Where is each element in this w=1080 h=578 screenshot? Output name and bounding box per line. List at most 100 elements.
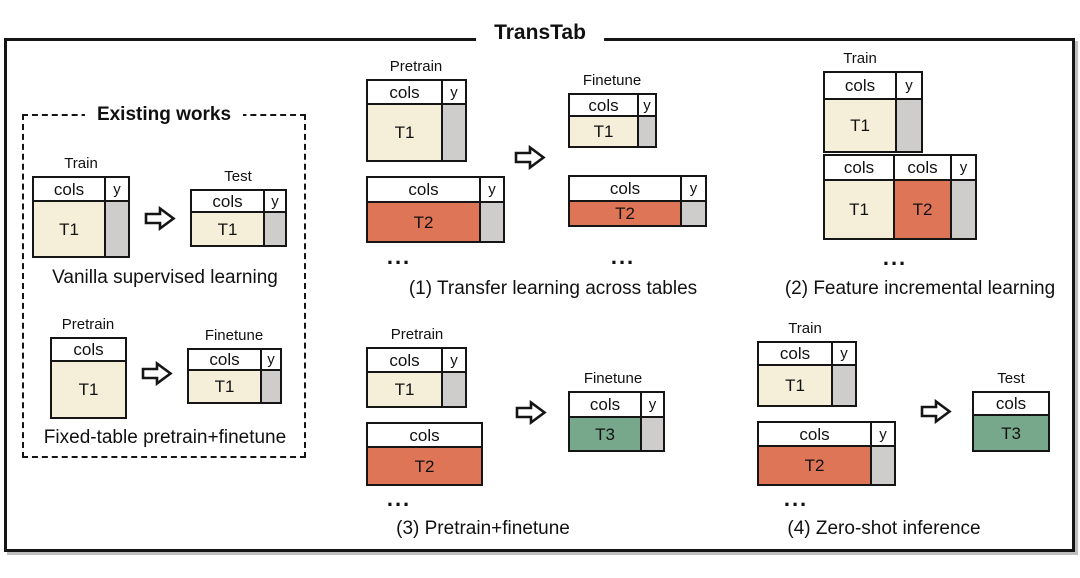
train-table-t1: cols y T1 <box>757 341 857 407</box>
cols-header: cols <box>895 156 950 179</box>
cols-header: cols <box>368 178 479 201</box>
test-table-t1: cols y T1 <box>190 189 287 247</box>
finetune-table-t1: cols y T1 <box>568 93 657 148</box>
cols-header: cols <box>825 156 893 179</box>
stage-label-pretrain: Pretrain <box>61 316 115 333</box>
pretrain-table-t1: cols y T1 <box>366 347 467 408</box>
table-body-t2: T2 <box>759 447 870 484</box>
table-body-t1: T1 <box>368 105 441 160</box>
ellipsis: ... <box>386 486 412 511</box>
table-body-t1: T1 <box>759 366 831 405</box>
stage-label-finetune: Finetune <box>204 327 264 344</box>
table-body-t2: T2 <box>368 203 479 241</box>
cols-header: cols <box>825 73 895 98</box>
cols-header: cols <box>52 339 125 360</box>
cols-header: cols <box>368 349 441 371</box>
cols-header: cols <box>570 393 640 416</box>
right-arrow-icon <box>515 399 547 430</box>
existing-works-box: Existing works <box>22 102 306 458</box>
cols-header: cols <box>189 350 260 369</box>
y-column <box>443 373 465 406</box>
y-column <box>262 371 280 402</box>
finetune-table-t1: cols y T1 <box>187 348 282 404</box>
table-body-t1: T1 <box>34 202 104 256</box>
y-header: y <box>897 73 921 98</box>
stage-label-train: Train <box>843 50 877 67</box>
y-column <box>952 181 975 238</box>
cols-header: cols <box>759 423 870 445</box>
y-header: y <box>682 177 705 200</box>
pretrain-table-t2: cols y T2 <box>366 176 505 243</box>
caption-scenario-1: (1) Transfer learning across tables <box>408 278 698 299</box>
cols-header: cols <box>192 191 263 211</box>
stage-label-train: Train <box>788 320 822 337</box>
cols-header: cols <box>759 343 831 364</box>
y-header: y <box>833 343 855 364</box>
pretrain-table-t1: cols y T1 <box>366 79 467 162</box>
stage-label-finetune: Finetune <box>583 370 643 387</box>
table-body-t1: T1 <box>52 362 125 417</box>
y-column <box>872 447 894 484</box>
stage-label-pretrain: Pretrain <box>389 58 443 75</box>
cols-header: cols <box>368 424 481 446</box>
right-arrow-icon <box>920 398 952 429</box>
y-header: y <box>642 393 663 416</box>
stage-label-test: Test <box>224 168 252 185</box>
y-column <box>639 117 655 146</box>
caption-scenario-3: (3) Pretrain+finetune <box>396 518 570 539</box>
y-header: y <box>106 178 128 200</box>
caption-scenario-2: (2) Feature incremental learning <box>784 278 1056 299</box>
pretrain-table-t2: cols T2 <box>366 422 483 486</box>
y-column <box>833 366 855 405</box>
ellipsis: ... <box>610 244 636 269</box>
y-header: y <box>872 423 894 445</box>
y-column <box>481 203 503 241</box>
finetune-table-t3: cols y T3 <box>568 391 665 452</box>
table-body-t1: T1 <box>192 213 263 245</box>
y-column <box>897 100 921 151</box>
ellipsis: ... <box>783 486 809 511</box>
y-header: y <box>443 349 465 371</box>
table-body-t1: T1 <box>825 181 893 238</box>
cols-header: cols <box>570 177 680 200</box>
train-table-t1: cols y T1 <box>823 71 923 153</box>
ellipsis: ... <box>882 245 908 270</box>
right-arrow-icon <box>144 205 176 236</box>
cols-header: cols <box>974 393 1048 414</box>
test-table-t3: cols T3 <box>972 391 1050 452</box>
table-body-t3: T3 <box>570 418 640 450</box>
y-column <box>106 202 128 256</box>
caption-scenario-4: (4) Zero-shot inference <box>787 518 981 539</box>
train-table-t1: cols y T1 <box>32 176 130 258</box>
train-table-t1-t2-combined: cols cols y T1 T2 <box>823 154 977 240</box>
y-column <box>682 202 705 225</box>
y-column <box>265 213 285 245</box>
y-header: y <box>481 178 503 201</box>
table-body-t2: T2 <box>570 202 680 225</box>
table-body-t2: T2 <box>895 181 950 238</box>
y-header: y <box>639 95 655 115</box>
right-arrow-icon <box>141 360 173 391</box>
train-table-t2: cols y T2 <box>757 421 896 486</box>
caption-fixed-table: Fixed-table pretrain+finetune <box>43 427 287 448</box>
y-header: y <box>952 156 975 179</box>
right-arrow-icon <box>514 144 546 175</box>
table-body-t1: T1 <box>368 373 441 406</box>
y-column <box>642 418 663 450</box>
cols-header: cols <box>34 178 104 200</box>
pretrain-table-t1: cols T1 <box>50 337 127 419</box>
stage-label-train: Train <box>64 155 98 172</box>
caption-vanilla: Vanilla supervised learning <box>52 267 278 288</box>
table-body-t1: T1 <box>825 100 895 151</box>
table-body-t3: T3 <box>974 416 1048 450</box>
y-header: y <box>443 81 465 103</box>
stage-label-test: Test <box>997 370 1025 387</box>
cols-header: cols <box>368 81 441 103</box>
figure-title: TransTab <box>476 20 604 46</box>
finetune-table-t2: cols y T2 <box>568 175 707 227</box>
table-body-t2: T2 <box>368 448 481 484</box>
y-column <box>443 105 465 160</box>
stage-label-pretrain: Pretrain <box>390 326 444 343</box>
table-body-t1: T1 <box>189 371 260 402</box>
